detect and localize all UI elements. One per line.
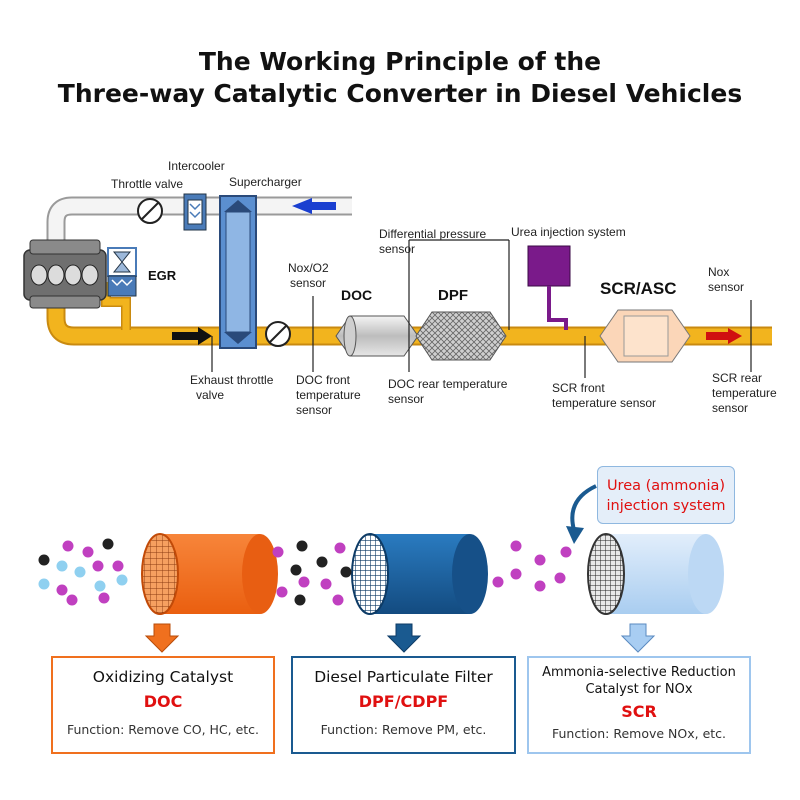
dpf-abbreviation: DPF/CDPF <box>358 692 449 711</box>
urea-injection-system-label: Urea injection system <box>511 225 626 239</box>
scr-heading-line-2: Catalyst for NOx <box>585 682 693 697</box>
scr-cylinder <box>587 533 724 615</box>
doc-rear-label-2: sensor <box>388 392 424 406</box>
doc-rear-label-1: DOC rear temperature <box>388 377 508 391</box>
exhaust-throttle-valve-icon <box>265 321 291 347</box>
differential-pressure-label-1: Differential pressure <box>379 227 486 241</box>
exhaust-flow-arrow-icon <box>172 327 212 345</box>
scr-front-label-2: temperature sensor <box>552 396 656 410</box>
egr-label: EGR <box>148 268 177 283</box>
doc-abbreviation: DOC <box>143 692 183 711</box>
scr-down-arrow-icon <box>620 623 656 653</box>
doc-heading: Oxidizing Catalyst <box>92 668 234 686</box>
intake-arrow-icon <box>292 198 336 214</box>
throttle-valve-icon <box>137 198 163 224</box>
scr-rear-label-3: sensor <box>712 401 748 415</box>
nox-flow-arrow-icon <box>706 328 742 344</box>
differential-pressure-label-2: sensor <box>379 242 415 256</box>
nox-sensor-label-2: sensor <box>708 280 744 294</box>
page-title: The Working Principle of the Three-way C… <box>0 46 800 110</box>
urea-injection-callout: Urea (ammonia) injection system <box>597 466 735 524</box>
sensor-lines <box>211 239 752 378</box>
scr-info-box: Ammonia-selective Reduction Catalyst for… <box>527 656 751 754</box>
dpf-label: DPF <box>438 287 468 304</box>
throttle-valve-label: Throttle valve <box>111 177 183 191</box>
scr-asc-canister <box>599 309 691 363</box>
exhaust-throttle-label-1: Exhaust throttle <box>190 373 274 387</box>
urea-injection-curved-arrow-icon <box>566 484 597 544</box>
doc-function: Function: Remove CO, HC, etc. <box>66 722 260 737</box>
exhaust-throttle-label-2: valve <box>196 388 224 402</box>
doc-front-label-1: DOC front <box>296 373 351 387</box>
scr-front-label-1: SCR front <box>552 381 605 395</box>
scr-heading-line-1: Ammonia-selective Reduction <box>542 665 736 680</box>
engine-block <box>23 239 107 309</box>
exhaust-system-diagram: EGR DO <box>23 159 777 417</box>
dpf-function: Function: Remove PM, etc. <box>320 722 487 737</box>
intercooler-label: Intercooler <box>168 159 225 173</box>
doc-down-arrow-icon <box>144 623 180 653</box>
scr-rear-label-1: SCR rear <box>712 371 762 385</box>
title-line-2: Three-way Catalytic Converter in Diesel … <box>57 79 743 108</box>
intake-pipe <box>46 196 352 250</box>
doc-front-label-3: sensor <box>296 403 332 417</box>
doc-cylinder <box>141 533 278 615</box>
doc-label: DOC <box>341 287 372 303</box>
urea-callout-line-1: Urea (ammonia) <box>606 478 726 494</box>
urea-tank-icon <box>527 245 571 330</box>
egr-valve-icon <box>107 247 137 297</box>
title-line-1: The Working Principle of the <box>198 47 602 76</box>
supercharger-icon <box>219 195 257 349</box>
dpf-input-particles <box>272 540 352 606</box>
doc-info-box: Oxidizing Catalyst DOC Function: Remove … <box>51 656 275 754</box>
dpf-info-box: Diesel Particulate Filter DPF/CDPF Funct… <box>291 656 516 754</box>
scr-abbreviation: SCR <box>621 702 657 721</box>
nox-o2-sensor-label-2: sensor <box>290 276 326 290</box>
dpf-cylinder <box>351 533 488 615</box>
dpf-canister <box>415 311 507 361</box>
scr-asc-label: SCR/ASC <box>600 279 677 298</box>
supercharger-label: Supercharger <box>229 175 302 189</box>
exhaust-pipe <box>46 280 772 346</box>
scr-input-particles <box>492 540 572 592</box>
dpf-down-arrow-icon <box>386 623 422 653</box>
doc-canister <box>335 315 419 357</box>
dpf-heading: Diesel Particulate Filter <box>314 668 493 686</box>
scr-rear-label-2: temperature <box>712 386 777 400</box>
doc-front-label-2: temperature <box>296 388 361 402</box>
nox-o2-sensor-label-1: Nox/O2 <box>288 261 329 275</box>
urea-callout-line-2: injection system <box>606 498 726 514</box>
nox-sensor-label-1: Nox <box>708 265 729 279</box>
scr-function: Function: Remove NOx, etc. <box>551 726 727 741</box>
intercooler-icon <box>183 193 207 231</box>
doc-input-particles <box>38 538 128 606</box>
